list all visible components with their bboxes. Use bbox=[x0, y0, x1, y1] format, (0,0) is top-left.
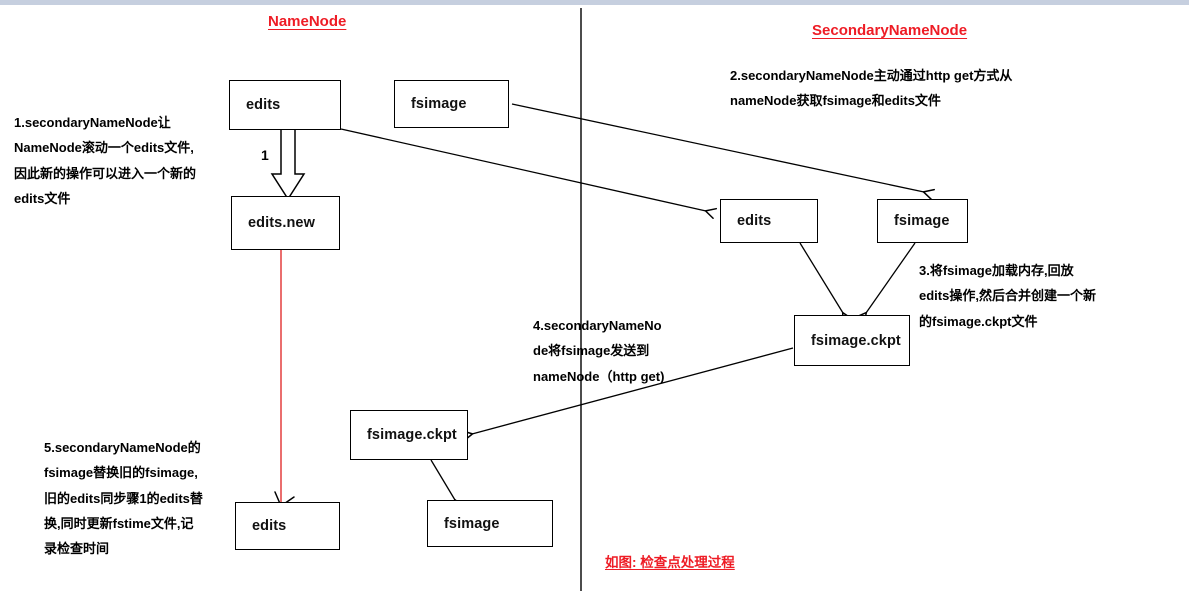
note-step-3: 3.将fsimage加载内存,回放 edits操作,然后合并创建一个新 的fsi… bbox=[919, 263, 1096, 329]
node-label: fsimage.ckpt bbox=[367, 427, 457, 443]
node-label: edits bbox=[252, 518, 287, 534]
node-snn-fsimage[interactable]: fsimage bbox=[877, 199, 968, 243]
node-snn-edits[interactable]: edits bbox=[720, 199, 818, 243]
note-step-2: 2.secondaryNameNode主动通过http get方式从 nameN… bbox=[730, 68, 1013, 109]
node-label: edits.new bbox=[248, 215, 315, 231]
block-arrow-roll bbox=[270, 128, 306, 201]
node-label: fsimage bbox=[411, 96, 467, 112]
node-nn-edits-new[interactable]: edits.new bbox=[231, 196, 340, 250]
node-label: fsimage.ckpt bbox=[811, 332, 901, 349]
node-label: fsimage bbox=[444, 515, 500, 532]
node-label: edits bbox=[246, 97, 281, 113]
note-step-5: 5.secondaryNameNode的 fsimage替换旧的fsimage,… bbox=[44, 440, 203, 557]
node-nn-edits-final[interactable]: edits bbox=[235, 502, 340, 550]
note-step-4: 4.secondaryNameNo de将fsimage发送到 nameNode… bbox=[533, 318, 665, 384]
edge-snn-fsimage-to-ckpt bbox=[855, 242, 916, 325]
node-label: fsimage bbox=[894, 213, 950, 229]
edge-snn-edits-to-ckpt bbox=[799, 242, 853, 324]
node-nn-edits[interactable]: edits bbox=[229, 80, 341, 130]
diagram-caption: 如图: 检查点处理过程 bbox=[605, 555, 735, 570]
node-nn-fsimage-ckpt[interactable]: fsimage.ckpt bbox=[350, 410, 468, 460]
column-title-namenode: NameNode bbox=[268, 13, 347, 30]
edge-nn-ckpt-to-nn-fsimage bbox=[430, 459, 465, 511]
window-top-strip bbox=[0, 0, 1189, 5]
node-nn-fsimage[interactable]: fsimage bbox=[394, 80, 509, 128]
column-title-secondarynamenode: SecondaryNameNode bbox=[812, 22, 968, 39]
node-nn-fsimage-final[interactable]: fsimage bbox=[427, 500, 553, 547]
note-step-1: 1.secondaryNameNode让 NameNode滚动一个edits文件… bbox=[14, 115, 197, 207]
node-snn-fsimage-ckpt[interactable]: fsimage.ckpt bbox=[794, 315, 910, 366]
edge-label-roll: 1 bbox=[261, 147, 269, 163]
edge-nn-edits-to-snn-edits bbox=[340, 128, 718, 219]
edge-nn-fsimage-to-snn-fsimage bbox=[511, 103, 935, 200]
node-label: edits bbox=[737, 213, 772, 229]
